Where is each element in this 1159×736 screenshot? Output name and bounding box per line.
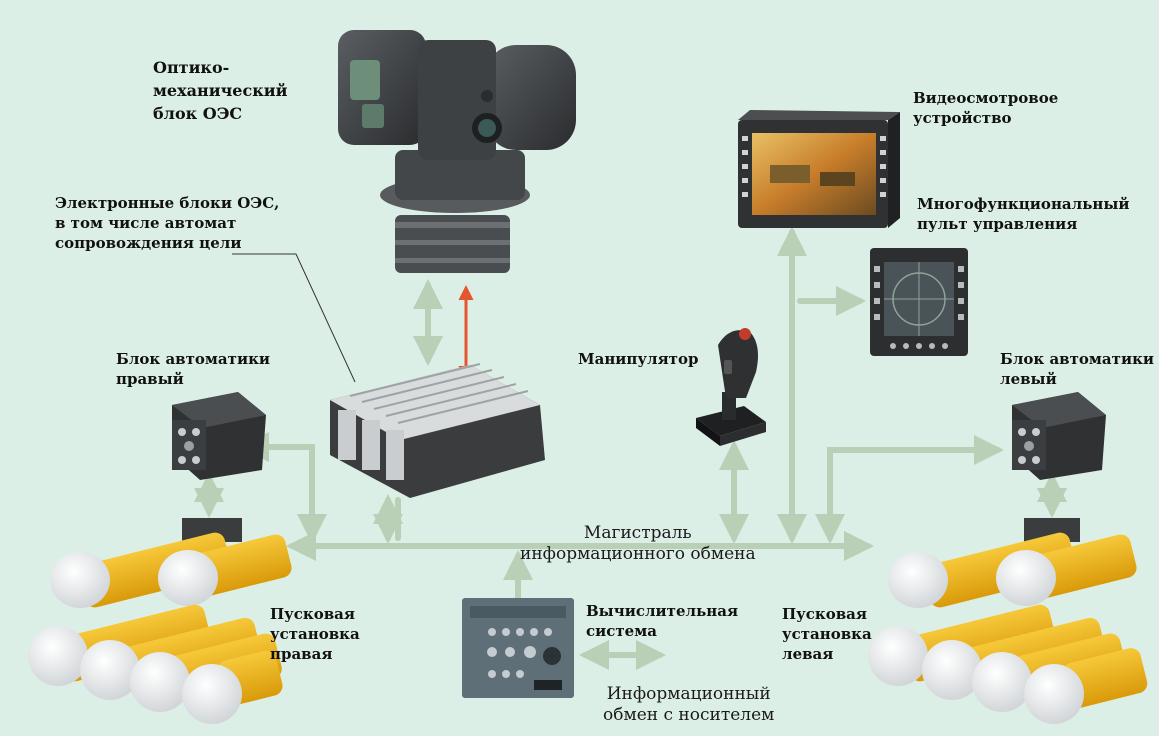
label-manipulator: Манипулятор (578, 350, 699, 368)
label-carrier-exchange: Информационный обмен с носителем (603, 684, 775, 725)
label-control-panel: Многофункциональный пульт управления (917, 195, 1130, 233)
label-leader-line (232, 253, 356, 383)
control-panel-device (870, 248, 968, 356)
label-launcher-left: Пусковая установка левая (782, 605, 872, 663)
label-video-device: Видеосмотровое устройство (913, 89, 1059, 127)
oes-turret-device (338, 30, 576, 273)
label-computer-system: Вычислительная система (586, 602, 739, 640)
label-launcher-right: Пусковая установка правая (270, 605, 360, 663)
manipulator-joystick-device (696, 328, 766, 446)
automation-block-left-device (1012, 392, 1106, 480)
oes-electronics-device (330, 363, 545, 498)
label-oes-electronic-blocks: Электронные блоки ОЭС, в том числе автом… (55, 194, 280, 252)
launcher-left-device (868, 518, 1148, 724)
connector-lines (194, 226, 1067, 670)
label-oes-optical-block: Оптико- механический блок ОЭС (153, 58, 288, 123)
video-device-monitor (738, 110, 900, 228)
launcher-right-device (28, 518, 292, 724)
label-data-bus: Магистраль информационного обмена (520, 523, 756, 564)
computer-system-device (462, 598, 574, 698)
automation-block-right-device (172, 392, 266, 480)
label-automation-right: Блок автоматики правый (116, 350, 271, 388)
label-automation-left: Блок автоматики левый (1000, 350, 1155, 388)
